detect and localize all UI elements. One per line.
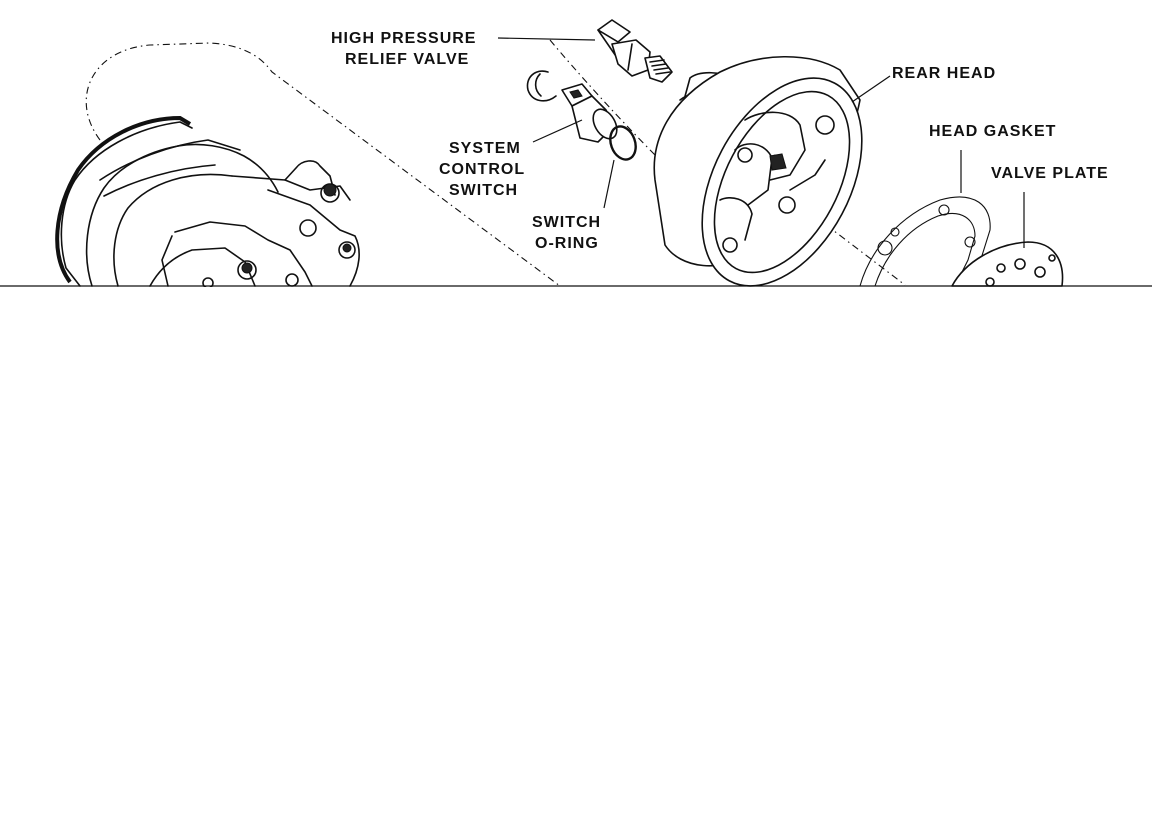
leader-lines: [497, 37, 1025, 248]
valve-plate: [951, 241, 1064, 287]
head-gasket: [859, 196, 991, 287]
label-high-pressure-relief-valve-1: HIGH PRESSURE: [331, 30, 476, 47]
retaining-snap-ring: [526, 70, 557, 102]
rear-head: [653, 55, 863, 287]
labels: HIGH PRESSURE RELIEF VALVE SYSTEM CONTRO…: [331, 30, 1109, 252]
compressor-o-ring: [55, 115, 192, 284]
high-pressure-relief-valve: [597, 19, 673, 83]
label-valve-plate: VALVE PLATE: [991, 165, 1109, 182]
label-high-pressure-relief-valve-2: RELIEF VALVE: [345, 51, 469, 68]
label-system-control-switch-1: SYSTEM: [449, 140, 521, 157]
label-switch-o-ring-1: SWITCH: [532, 214, 601, 231]
label-rear-head: REAR HEAD: [892, 65, 996, 82]
system-control-switch: [561, 83, 618, 143]
blank-area: [0, 287, 1152, 832]
switch-o-ring: [609, 125, 637, 161]
label-head-gasket: HEAD GASKET: [929, 123, 1056, 140]
compressor-body: [60, 121, 360, 289]
label-switch-o-ring-2: O-RING: [535, 235, 599, 252]
label-system-control-switch-2: CONTROL: [439, 161, 525, 178]
label-system-control-switch-3: SWITCH: [449, 182, 518, 199]
